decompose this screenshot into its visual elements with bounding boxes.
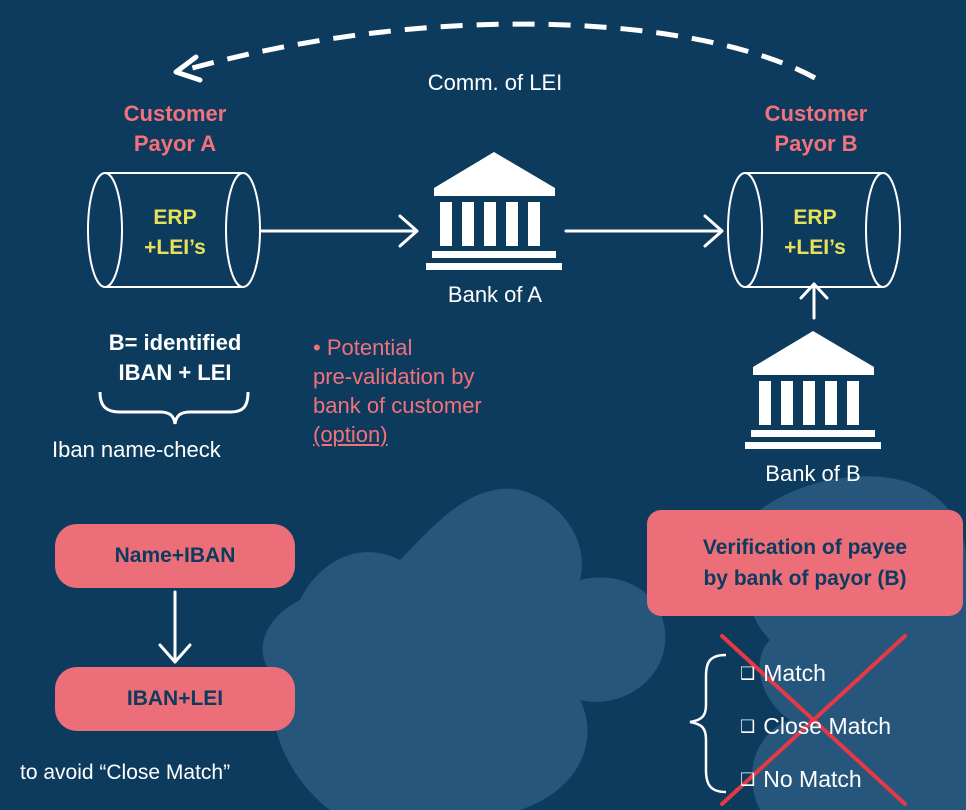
prevalidation-line1: • Potential — [313, 335, 413, 360]
customer-a-title: Customer Payor A — [85, 99, 265, 159]
result-no-match: ❑ No Match — [740, 766, 862, 793]
checkbox-icon: ❑ — [740, 716, 756, 736]
results-brace-icon — [689, 653, 727, 794]
underbrace-icon — [98, 391, 250, 425]
iban-lei-pill: IBAN+LEI — [55, 667, 295, 731]
arrow-name-to-iban — [158, 590, 192, 664]
bank-b-icon — [745, 331, 881, 449]
bank-a-label: Bank of A — [447, 282, 543, 307]
avoid-close-match-caption: to avoid “Close Match” — [20, 761, 231, 784]
erp-a-text: ERP +LEI’s — [100, 203, 250, 263]
red-cross-icon — [720, 634, 907, 806]
erp-cylinder-a-icon — [87, 172, 261, 288]
result-match: ❑ Match — [740, 660, 826, 687]
erp-b-lei: +LEI’s — [784, 236, 846, 259]
result-match-label: Match — [763, 660, 826, 686]
erp-b-label: ERP — [793, 206, 837, 229]
prevalidation-option: (option) — [313, 422, 388, 447]
arrow-bank-b-up — [799, 282, 829, 320]
result-close-match: ❑ Close Match — [740, 713, 891, 740]
comm-lei-arrowhead-icon — [173, 54, 203, 83]
verification-line2: by bank of payor (B) — [703, 567, 907, 590]
customer-b-line1: Customer — [764, 101, 868, 126]
erp-a-label: ERP — [153, 206, 197, 229]
name-iban-pill: Name+IBAN — [55, 524, 295, 588]
erp-cylinder-b-icon — [727, 172, 901, 288]
bank-b-label: Bank of B — [765, 461, 861, 486]
puzzle-piece-center — [262, 488, 666, 810]
result-close-match-label: Close Match — [763, 713, 892, 739]
iban-name-check-caption: Iban name-check — [52, 437, 221, 462]
result-no-match-label: No Match — [763, 766, 862, 792]
arrow-bank-to-b — [564, 214, 724, 248]
prevalidation-line2: pre-validation by — [313, 364, 475, 389]
identified-line2: IBAN + LEI — [118, 360, 232, 385]
bank-a-icon — [426, 152, 562, 270]
checkbox-icon: ❑ — [740, 663, 756, 683]
prevalidation-block: • Potential pre-validation by bank of cu… — [313, 333, 573, 449]
arrow-a-to-bank — [260, 214, 419, 248]
identified-block: B= identified IBAN + LEI — [70, 328, 280, 388]
customer-a-line1: Customer — [123, 101, 227, 126]
erp-a-lei: +LEI’s — [144, 236, 206, 259]
verification-line1: Verification of payee — [702, 536, 908, 559]
erp-b-text: ERP +LEI’s — [740, 203, 890, 263]
checkbox-icon: ❑ — [740, 769, 756, 789]
comm-lei-label: Comm. of LEI — [427, 70, 563, 95]
customer-b-title: Customer Payor B — [726, 99, 906, 159]
identified-line1: B= identified — [108, 330, 242, 355]
verification-of-payee-box: Verification of payee by bank of payor (… — [647, 510, 963, 616]
prevalidation-line3: bank of customer — [313, 393, 482, 418]
customer-a-line2: Payor A — [133, 131, 217, 156]
customer-b-line2: Payor B — [774, 131, 858, 156]
